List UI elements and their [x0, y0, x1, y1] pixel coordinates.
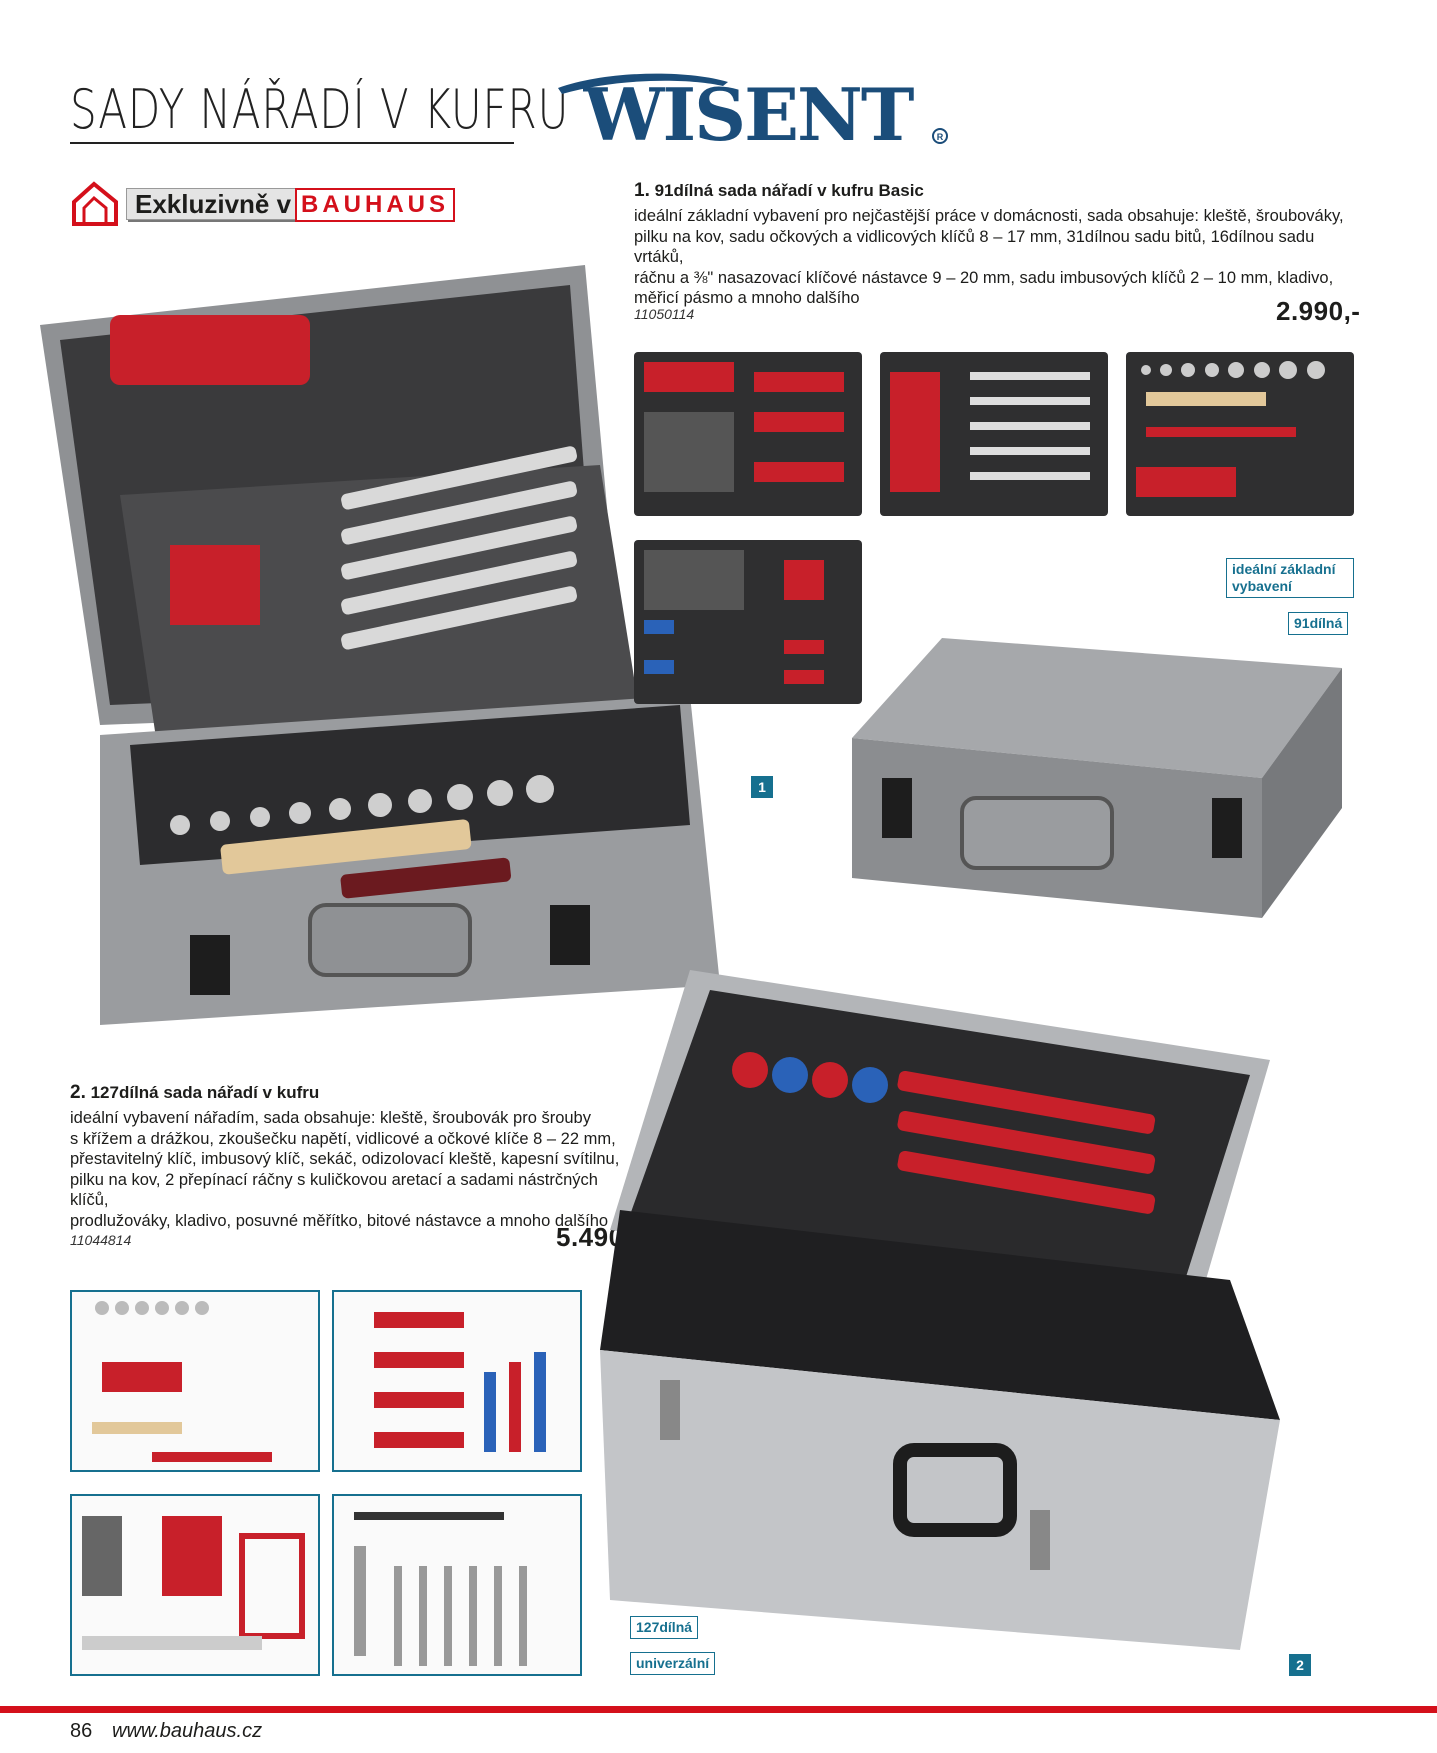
product-2-tag-universal: univerzální — [630, 1652, 716, 1675]
page-title: SADY NÁŘADÍ V KUFRU — [70, 78, 570, 141]
product-1-detail-photo-screwdrivers — [634, 540, 862, 704]
product-2-tag-piece-count: 127dílná — [630, 1616, 699, 1639]
website-link[interactable]: www.bauhaus.cz — [112, 1720, 263, 1742]
bauhaus-logo: BAUHAUS — [295, 188, 455, 222]
product-1-closed-case-image — [842, 628, 1352, 928]
product-1-tag-ideal: ideální základní vybavení — [1226, 558, 1354, 598]
product-1-tag-piece-count: 91dílná — [1288, 612, 1349, 635]
product-1-detail-photo-pliers — [634, 352, 862, 516]
product-1-description: ideální základní vybavení pro nejčastějš… — [634, 207, 1344, 307]
product-2-detail-photo-pliers — [332, 1290, 582, 1472]
product-2-description: ideální vybavení nářadím, sada obsahuje:… — [70, 1109, 620, 1230]
product-1-code: 11050114 — [634, 306, 695, 322]
page-number: 86 — [70, 1720, 93, 1742]
product-2-badge: 2 — [1289, 1654, 1311, 1676]
product-1-detail-photo-wrenches — [880, 352, 1108, 516]
product-1-open-case-image — [40, 265, 720, 1035]
product-2-detail-photo-sockets — [70, 1290, 320, 1472]
product-2-title: 2. 127dílná sada nářadí v kufru — [70, 1082, 320, 1103]
brand-logo: WISENT R — [558, 72, 948, 150]
product-1-detail-photo-sockets — [1126, 352, 1354, 516]
product-2-code: 11044814 — [70, 1232, 132, 1248]
exclusive-badge: Exkluzivně v BAUHAUS — [70, 180, 490, 228]
house-icon — [72, 181, 118, 226]
product-1-badge: 1 — [751, 776, 773, 798]
title-underline — [70, 142, 514, 144]
product-2-detail-photo-wrenches — [332, 1494, 582, 1676]
brand-logo-text: WISENT — [583, 72, 914, 150]
footer-bar — [0, 1706, 1437, 1713]
product-1-price: 2.990,- — [1276, 296, 1361, 326]
product-2-detail-photo-saw — [70, 1494, 320, 1676]
exclusive-label: Exkluzivně v — [126, 188, 301, 220]
product-1-title: 1. 91dílná sada nářadí v kufru Basic — [634, 180, 924, 201]
svg-text:R: R — [937, 132, 944, 142]
product-2-open-case-image — [600, 950, 1370, 1650]
